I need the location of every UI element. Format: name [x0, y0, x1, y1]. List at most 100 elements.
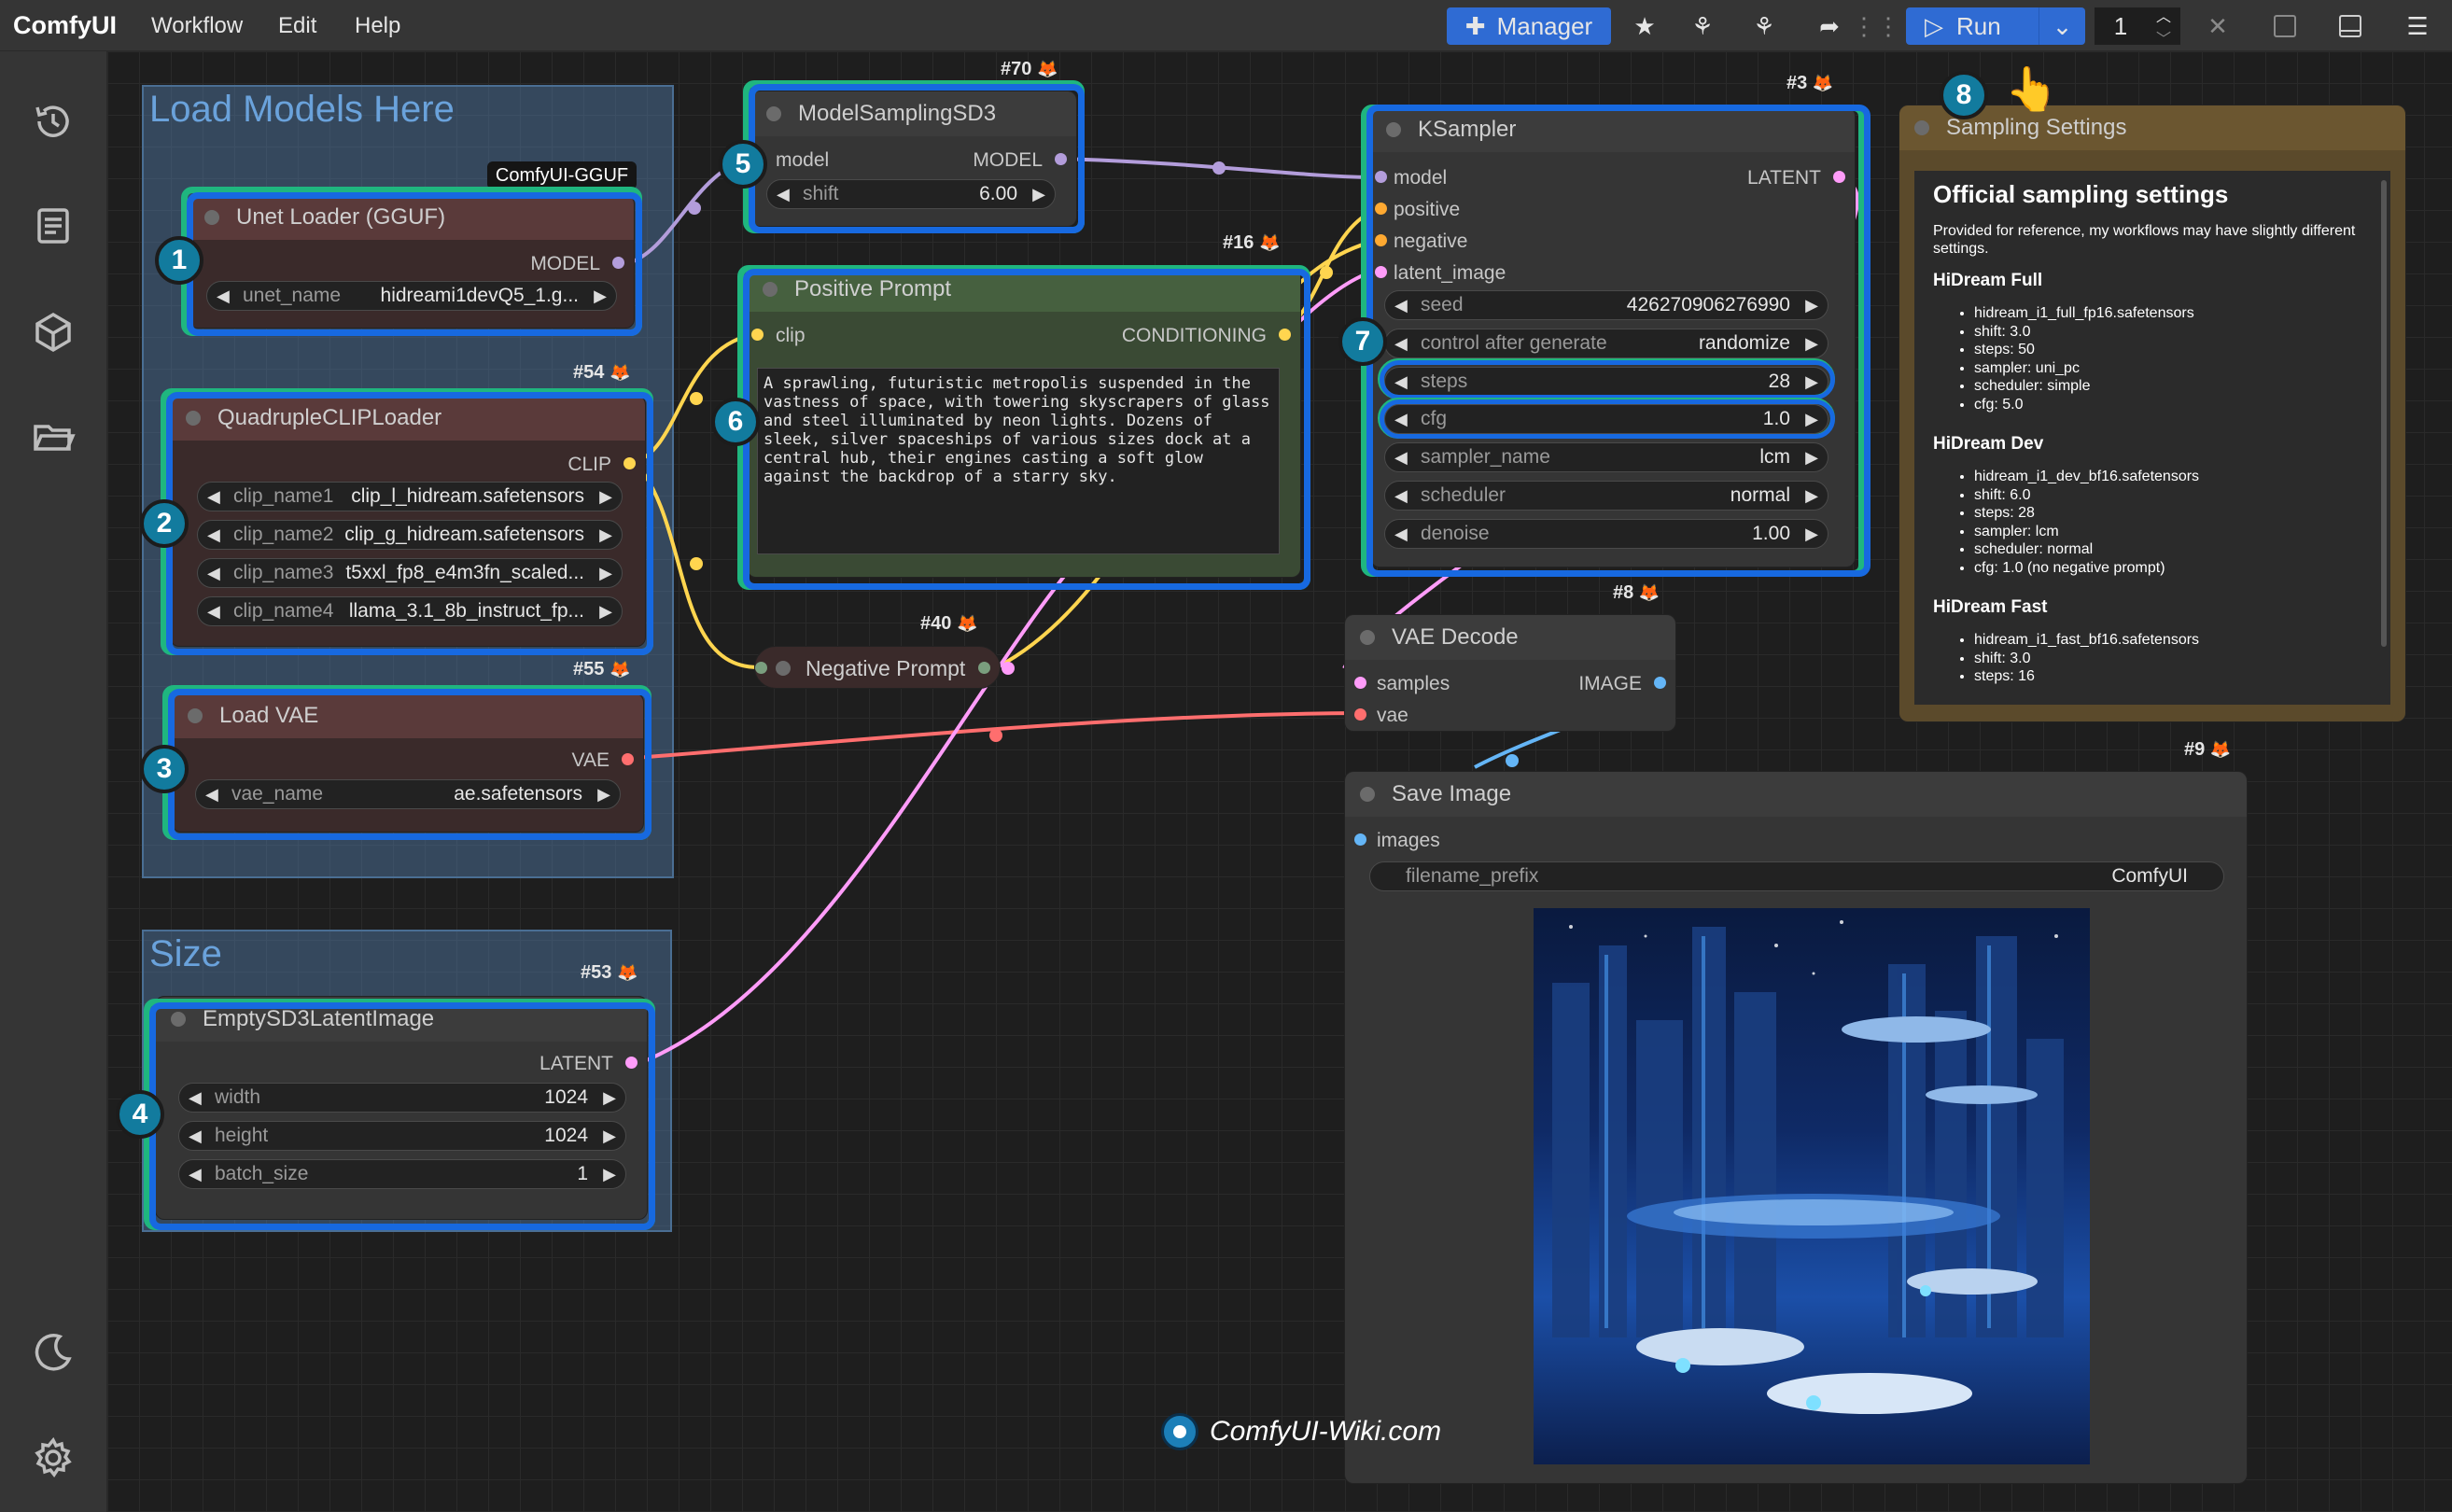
bottom-panel-button[interactable] [2328, 7, 2373, 45]
collapse-dot[interactable] [171, 1012, 186, 1027]
arrow-right-icon[interactable]: ▶ [1805, 334, 1818, 353]
prompt-textarea[interactable]: A sprawling, futuristic metropolis suspe… [757, 368, 1280, 554]
collapse-dot[interactable] [766, 106, 781, 121]
arrow-left-icon[interactable]: ◀ [189, 1127, 202, 1145]
node-empty-sd3-latent[interactable]: EmptySD3LatentImage LATENT ◀ width 1024 … [155, 996, 648, 1220]
menu-help[interactable]: Help [355, 13, 401, 38]
queue-stepper[interactable]: ︿ ﹀ [2147, 7, 2180, 48]
arrow-left-icon[interactable]: ◀ [189, 1088, 202, 1107]
width-widget[interactable]: ◀ width 1024 ▶ [178, 1083, 626, 1113]
collapse-dot[interactable] [1360, 630, 1375, 645]
sidebar-item-queue[interactable] [28, 201, 78, 251]
arrow-left-icon[interactable]: ◀ [1394, 448, 1408, 467]
arrow-left-icon[interactable]: ◀ [205, 785, 218, 804]
input-slot-samples[interactable] [1354, 677, 1366, 689]
node-negative-prompt[interactable]: Negative Prompt [754, 646, 1001, 689]
arrow-left-icon[interactable]: ◀ [1394, 525, 1408, 543]
collapse-dot[interactable] [186, 411, 201, 426]
node-positive-prompt[interactable]: Positive Prompt clip CONDITIONING A spra… [747, 266, 1301, 578]
height-widget[interactable]: ◀ height 1024 ▶ [178, 1121, 626, 1151]
output-slot[interactable] [624, 457, 636, 469]
arrow-right-icon[interactable]: ▶ [599, 602, 612, 621]
clip-name2-widget[interactable]: ◀ clip_name2 clip_g_hidream.safetensors … [197, 520, 623, 550]
denoise-widget[interactable]: ◀ denoise 1.00 ▶ [1384, 519, 1828, 549]
output-slot[interactable] [1833, 171, 1845, 183]
run-button[interactable]: ▷ Run [1906, 7, 2039, 45]
cancel-button[interactable]: ✕ [2195, 7, 2240, 45]
collapse-dot[interactable] [1914, 120, 1929, 135]
arrow-right-icon[interactable]: ▶ [1805, 410, 1818, 428]
input-slot[interactable] [755, 662, 767, 674]
output-slot[interactable] [625, 1057, 638, 1069]
node-manager-button[interactable]: ⚘ [1742, 7, 1786, 45]
filename-prefix-widget[interactable]: filename_prefix ComfyUI [1369, 861, 2224, 891]
arrow-left-icon[interactable]: ◀ [1394, 296, 1408, 315]
drag-handle[interactable]: ⋮⋮ [1852, 7, 1900, 45]
input-slot-vae[interactable] [1354, 708, 1366, 721]
arrow-left-icon[interactable]: ◀ [1394, 410, 1408, 428]
output-slot[interactable] [1654, 677, 1666, 689]
output-slot[interactable] [612, 257, 624, 269]
arrow-right-icon[interactable]: ▶ [594, 287, 607, 305]
vae-name-widget[interactable]: ◀ vae_name ae.safetensors ▶ [195, 779, 621, 809]
model-manager-button[interactable]: ⚘ [1680, 7, 1725, 45]
arrow-right-icon[interactable]: ▶ [1805, 296, 1818, 315]
sampler-name-widget[interactable]: ◀ sampler_name lcm ▶ [1384, 442, 1828, 472]
arrow-right-icon[interactable]: ▶ [1805, 486, 1818, 505]
arrow-right-icon[interactable]: ▶ [603, 1088, 616, 1107]
control-after-generate-widget[interactable]: ◀ control after generate randomize ▶ [1384, 329, 1828, 358]
output-slot[interactable] [622, 753, 634, 765]
output-image-preview[interactable] [1534, 908, 2090, 1464]
manager-button[interactable]: ✚ Manager [1447, 7, 1611, 45]
arrow-right-icon[interactable]: ▶ [603, 1165, 616, 1183]
input-slot-positive[interactable] [1375, 203, 1387, 215]
toggle-panel-button[interactable] [2263, 7, 2307, 45]
arrow-left-icon[interactable]: ◀ [207, 525, 220, 544]
cfg-widget[interactable]: ◀ cfg 1.0 ▶ [1384, 404, 1828, 434]
steps-widget[interactable]: ◀ steps 28 ▶ [1384, 367, 1828, 397]
favorite-button[interactable]: ★ [1622, 7, 1667, 45]
node-unet-loader[interactable]: Unet Loader (GGUF) MODEL ◀ unet_name hid… [189, 194, 635, 329]
node-ksampler[interactable]: KSampler model positive negative latent_… [1370, 106, 1856, 567]
seed-widget[interactable]: ◀ seed 426270906276990 ▶ [1384, 290, 1828, 320]
node-model-sampling-sd3[interactable]: ModelSamplingSD3 model MODEL ◀ shift 6.0… [750, 91, 1077, 227]
clip-name3-widget[interactable]: ◀ clip_name3 t5xxl_fp8_e4m3fn_scaled... … [197, 558, 623, 588]
sidebar-item-workflows[interactable] [28, 412, 78, 462]
collapse-dot[interactable] [188, 708, 203, 723]
menu-edit[interactable]: Edit [278, 13, 317, 38]
scheduler-widget[interactable]: ◀ scheduler normal ▶ [1384, 481, 1828, 511]
node-quadruple-clip-loader[interactable]: QuadrupleCLIPLoader CLIP ◀ clip_name1 cl… [170, 395, 646, 647]
arrow-right-icon[interactable]: ▶ [1805, 448, 1818, 467]
unet-name-widget[interactable]: ◀ unet_name hidreami1devQ5_1.g... ▶ [206, 281, 617, 311]
arrow-right-icon[interactable]: ▶ [603, 1127, 616, 1145]
node-load-vae[interactable]: Load VAE VAE ◀ vae_name ae.safetensors ▶ [172, 693, 644, 833]
clip-name4-widget[interactable]: ◀ clip_name4 llama_3.1_8b_instruct_fp...… [197, 596, 623, 626]
collapse-dot[interactable] [1360, 787, 1375, 802]
arrow-left-icon[interactable]: ◀ [217, 287, 230, 305]
menu-workflow[interactable]: Workflow [151, 13, 244, 38]
arrow-left-icon[interactable]: ◀ [777, 185, 790, 203]
arrow-left-icon[interactable]: ◀ [207, 487, 220, 506]
sidebar-item-history[interactable] [28, 96, 78, 147]
output-slot[interactable] [978, 662, 990, 674]
sidebar-item-theme[interactable] [28, 1327, 78, 1378]
chevron-up-icon[interactable]: ︿ [2155, 9, 2171, 25]
sidebar-item-settings[interactable] [28, 1433, 78, 1483]
node-vae-decode[interactable]: VAE Decode samples vae IMAGE [1344, 614, 1676, 732]
arrow-left-icon[interactable]: ◀ [207, 564, 220, 582]
arrow-right-icon[interactable]: ▶ [599, 564, 612, 582]
output-slot[interactable] [1279, 329, 1291, 341]
collapse-dot[interactable] [1386, 122, 1401, 137]
run-options-button[interactable]: ⌄ [2039, 7, 2085, 45]
sidebar-item-models[interactable] [28, 307, 78, 357]
arrow-right-icon[interactable]: ▶ [1032, 185, 1045, 203]
arrow-right-icon[interactable]: ▶ [597, 785, 610, 804]
clip-name1-widget[interactable]: ◀ clip_name1 clip_l_hidream.safetensors … [197, 482, 623, 511]
shift-widget[interactable]: ◀ shift 6.00 ▶ [766, 179, 1056, 209]
hamburger-menu-button[interactable]: ☰ [2395, 7, 2440, 45]
output-slot[interactable] [1055, 153, 1067, 165]
input-slot[interactable] [751, 329, 764, 341]
batch-size-widget[interactable]: ◀ batch_size 1 ▶ [178, 1159, 626, 1189]
input-slot-latent[interactable] [1375, 266, 1387, 278]
arrow-left-icon[interactable]: ◀ [1394, 334, 1408, 353]
